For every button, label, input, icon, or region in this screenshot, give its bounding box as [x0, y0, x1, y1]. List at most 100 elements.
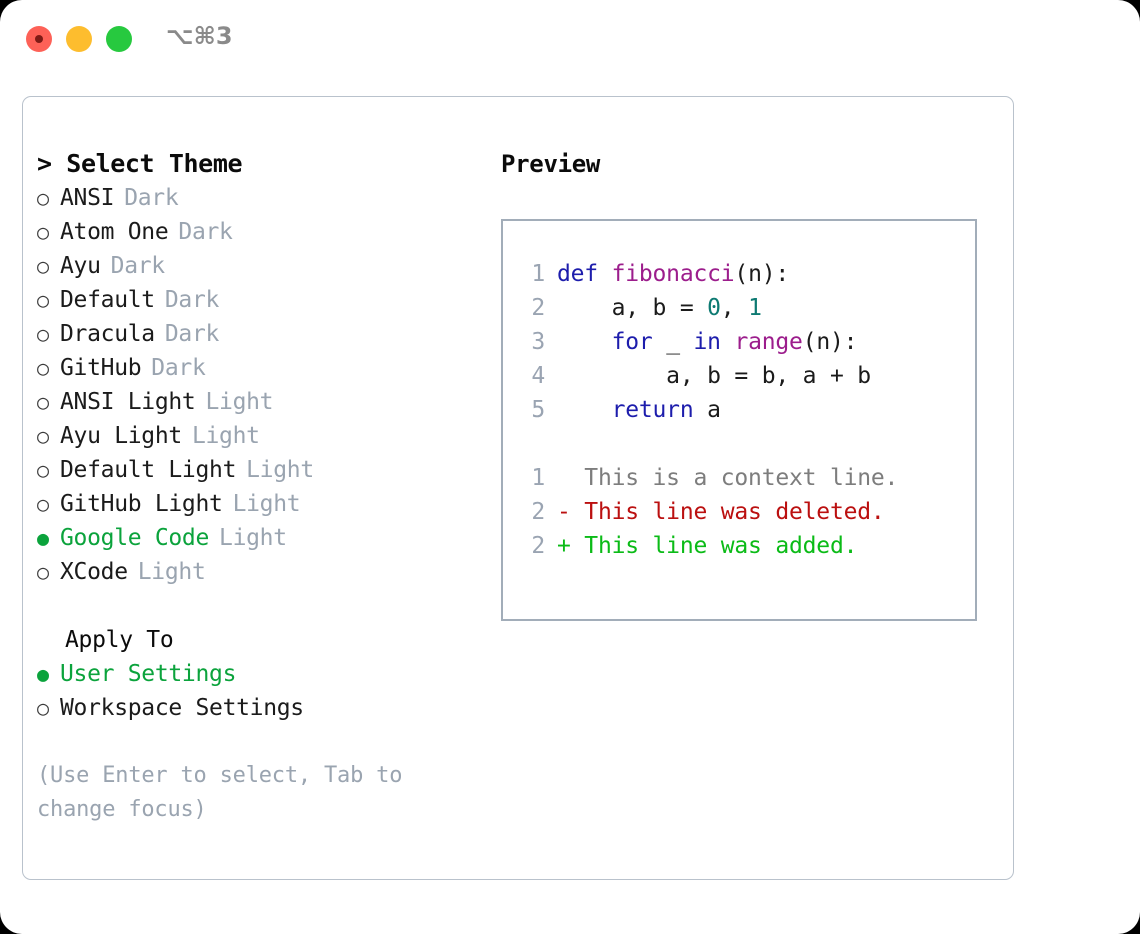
theme-variant-tag: Light: [232, 491, 301, 517]
code-token-plain: [557, 329, 612, 355]
theme-option-label: ANSI: [60, 185, 115, 211]
diff-line: 2 + This line was added.: [519, 529, 975, 563]
radio-unselected-icon: ○: [37, 492, 49, 516]
theme-option-label: Default Light: [60, 457, 237, 483]
code-line: 5 return a: [519, 393, 975, 427]
code-token-num: 0: [707, 295, 721, 321]
radio-unselected-icon: ○: [37, 560, 49, 584]
code-line-content: a, b = 0, 1: [557, 291, 762, 325]
radio-unselected-icon: ○: [37, 356, 49, 380]
line-number: 2: [531, 533, 545, 559]
code-token-plain: ,: [720, 295, 749, 321]
code-token-plain: a, b =: [557, 295, 708, 321]
code-token-plain: _: [652, 329, 694, 355]
radio-selected-icon: ●: [37, 526, 49, 550]
diff-line-content-ctx: This is a context line.: [557, 465, 899, 491]
apply-to-heading: Apply To: [65, 627, 174, 653]
apply-to-option-label: Workspace Settings: [60, 695, 304, 721]
line-number: 3: [531, 329, 545, 355]
code-line: 4 a, b = b, a + b: [519, 359, 975, 393]
code-line-content: return a: [557, 393, 721, 427]
close-button[interactable]: [26, 26, 52, 52]
code-token-kw: return: [611, 397, 694, 423]
theme-variant-tag: Light: [191, 423, 260, 449]
theme-option-google-code[interactable]: ● Google Code Light: [37, 521, 487, 555]
code-line: 2 a, b = 0, 1: [519, 291, 975, 325]
code-token-kw: def: [557, 261, 612, 287]
radio-unselected-icon: ○: [37, 424, 49, 448]
code-token-plain: (n):: [802, 329, 858, 355]
code-diff-spacer: [519, 427, 975, 461]
code-token-kw: in: [693, 329, 721, 355]
list-spacer: [37, 589, 487, 623]
code-token-plain: a: [693, 397, 721, 423]
title-bar: ⌥⌘3: [0, 0, 1140, 78]
apply-to-option-list: ● User Settings ○ Workspace Settings: [37, 657, 487, 725]
theme-option-label: Ayu: [60, 253, 101, 279]
theme-variant-tag: Dark: [178, 219, 233, 245]
theme-variant-tag: Light: [205, 389, 274, 415]
theme-option-label: Google Code: [60, 525, 210, 551]
diff-line: 1 This is a context line.: [519, 461, 975, 495]
code-line: 3 for _ in range(n):: [519, 325, 975, 359]
line-number: 1: [531, 465, 545, 491]
theme-option-label: Atom One: [60, 219, 169, 245]
code-token-kw: for: [611, 329, 653, 355]
theme-variant-tag: Dark: [151, 355, 206, 381]
theme-option-github-light[interactable]: ○ GitHub Light Light: [37, 487, 487, 521]
diff-line-content-add: + This line was added.: [557, 533, 858, 559]
theme-variant-tag: Dark: [110, 253, 166, 279]
theme-option-label: GitHub Light: [60, 491, 223, 517]
theme-variant-tag: Light: [246, 457, 314, 483]
code-token-plain: a, b = b, a + b: [557, 363, 871, 389]
apply-to-option-user-settings[interactable]: ● User Settings: [37, 657, 487, 691]
apply-to-option-workspace-settings[interactable]: ○ Workspace Settings: [37, 691, 487, 725]
theme-variant-tag: Dark: [164, 287, 220, 313]
radio-unselected-icon: ○: [37, 390, 49, 414]
theme-option-label: Ayu Light: [60, 423, 182, 449]
code-token-plain: (n):: [734, 261, 790, 287]
diff-line-content-del: - This line was deleted.: [557, 499, 885, 525]
theme-option-atom-one[interactable]: ○ Atom One Dark: [37, 215, 487, 249]
theme-option-label: GitHub: [60, 355, 142, 381]
line-number: 4: [531, 363, 545, 389]
radio-selected-icon: ●: [37, 662, 49, 686]
diff-sample: 1 This is a context line. 2 - This line wa…: [519, 461, 975, 563]
keyboard-hint-text: (Use Enter to select, Tab to change focu…: [37, 763, 403, 822]
theme-option-github[interactable]: ○ GitHub Dark: [37, 351, 487, 385]
theme-option-default[interactable]: ○ Default Dark: [37, 283, 487, 317]
theme-option-label: Dracula: [60, 321, 155, 347]
maximize-button[interactable]: [106, 26, 132, 52]
select-theme-heading: > Select Theme: [37, 149, 243, 178]
line-number: 2: [531, 499, 545, 525]
keyboard-shortcut-label: ⌥⌘3: [166, 22, 233, 50]
theme-option-ayu-light[interactable]: ○ Ayu Light Light: [37, 419, 487, 453]
theme-variant-tag: Light: [219, 525, 287, 551]
code-token-num: 1: [748, 295, 762, 321]
code-line-content: def fibonacci(n):: [557, 257, 789, 291]
apply-to-option-label: User Settings: [60, 661, 237, 687]
radio-unselected-icon: ○: [37, 696, 49, 720]
diff-line: 2 - This line was deleted.: [519, 495, 975, 529]
theme-option-label: Default: [60, 287, 155, 313]
line-number: 5: [531, 397, 545, 423]
theme-variant-tag: Dark: [124, 185, 179, 211]
minimize-button[interactable]: [66, 26, 92, 52]
radio-unselected-icon: ○: [37, 288, 49, 312]
radio-unselected-icon: ○: [37, 220, 49, 244]
line-number: 1: [531, 261, 545, 287]
line-number: 2: [531, 295, 545, 321]
radio-unselected-icon: ○: [37, 322, 49, 346]
code-token-fn: fibonacci: [611, 261, 735, 287]
